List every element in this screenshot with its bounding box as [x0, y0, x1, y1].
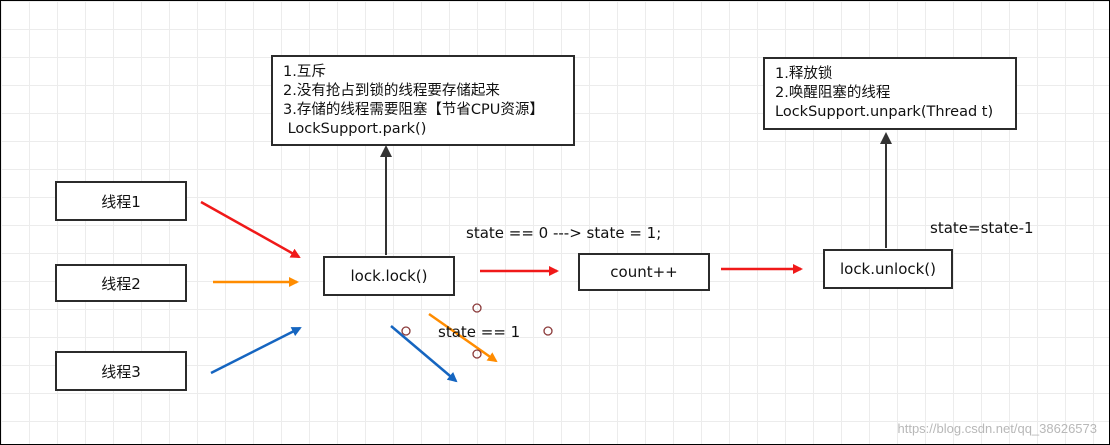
thread1-label: 线程1 — [101, 192, 141, 211]
thread1-arrow — [200, 200, 301, 259]
thread1-box[interactable]: 线程1 — [55, 181, 187, 221]
unlock-note-line1: 1.释放锁 — [775, 66, 833, 82]
unlock-note-line3: LockSupport.unpark(Thread t) — [775, 104, 994, 120]
count-box[interactable]: count++ — [578, 253, 710, 291]
unlock-note: 1.释放锁 2.唤醒阻塞的线程 LockSupport.unpark(Threa… — [763, 57, 1017, 130]
thread3-arrow — [210, 326, 302, 375]
count-label: count++ — [610, 263, 678, 281]
marker-circle — [472, 303, 482, 313]
lock-note-line1: 1.互斥 — [283, 64, 326, 80]
state-equals-one-label: state == 1 — [438, 323, 521, 341]
watermark-text: https://blog.csdn.net/qq_38626573 — [897, 421, 1098, 436]
thread3-box[interactable]: 线程3 — [55, 351, 187, 391]
state-transition-label: state == 0 ---> state = 1; — [466, 224, 662, 242]
marker-circle — [543, 326, 553, 336]
orange-blocked-arrow — [428, 312, 498, 363]
lock-box[interactable]: lock.lock() — [323, 256, 455, 296]
marker-circle — [401, 326, 411, 336]
lock-label: lock.lock() — [350, 267, 428, 285]
lock-note-line3: 3.存储的线程需要阻塞【节省CPU资源】 — [283, 102, 544, 118]
thread3-label: 线程3 — [101, 362, 141, 381]
unlock-note-line2: 2.唤醒阻塞的线程 — [775, 85, 891, 101]
blue-blocked-arrow — [390, 325, 458, 383]
lock-note-line2: 2.没有抢占到锁的线程要存储起来 — [283, 83, 500, 99]
thread2-box[interactable]: 线程2 — [55, 264, 187, 302]
unlock-label: lock.unlock() — [839, 260, 937, 278]
thread2-label: 线程2 — [101, 274, 141, 293]
lock-note: 1.互斥 2.没有抢占到锁的线程要存储起来 3.存储的线程需要阻塞【节省CPU资… — [271, 55, 575, 146]
lock-note-line4: LockSupport.park() — [283, 121, 427, 137]
marker-circle — [472, 349, 482, 359]
state-decrement-label: state=state-1 — [930, 219, 1034, 237]
unlock-box[interactable]: lock.unlock() — [823, 249, 953, 289]
